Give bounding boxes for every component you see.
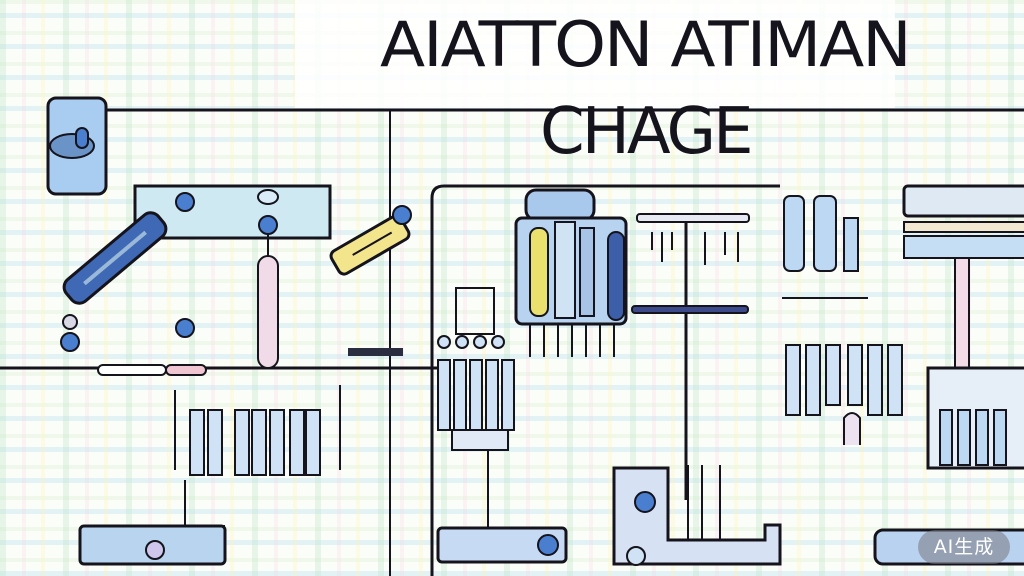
comb-bank-left-icon — [174, 385, 341, 476]
t-bar-icon — [631, 213, 750, 500]
lock-bracket-icon — [612, 465, 782, 566]
ai-generated-watermark: AI生成 — [918, 530, 1010, 564]
right-comb-icon — [785, 344, 903, 445]
base-plate-center-icon — [436, 526, 568, 564]
yellow-lever-icon — [329, 214, 411, 276]
chip-pins — [529, 324, 615, 357]
diagonal-slider-icon — [62, 211, 168, 305]
base-plate-left-icon — [78, 480, 227, 566]
title-heading-line2: CHAGE — [540, 95, 753, 169]
pillar-module-icon — [782, 195, 868, 299]
small-knob-icon — [60, 332, 80, 352]
small-knob-icon — [175, 318, 195, 338]
title-heading-line1: AIATTON ATIMAN — [380, 7, 912, 82]
rail-slot-icon — [165, 364, 207, 376]
pivot-knob-icon — [392, 205, 412, 225]
center-frame — [430, 184, 780, 576]
title-backdrop — [295, 0, 895, 108]
small-knob-icon — [62, 314, 78, 330]
dial-panel-icon — [133, 184, 332, 369]
knob-module-icon — [46, 96, 108, 196]
small-bracket-icon — [348, 348, 403, 356]
chip-module-icon — [514, 188, 628, 326]
rail-slot-icon — [97, 364, 167, 376]
switch-gate-icon — [437, 287, 515, 530]
